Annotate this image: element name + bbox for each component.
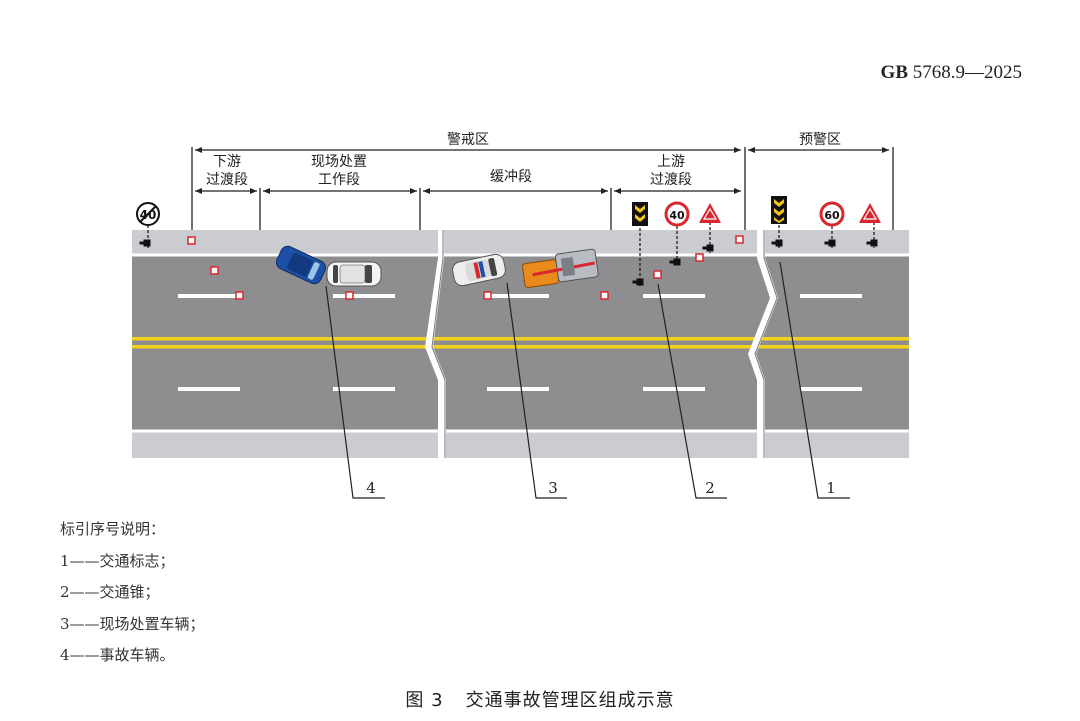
warning-triangle-sign (699, 203, 721, 223)
accident-vehicle-white (326, 261, 382, 287)
chevron-sign (632, 202, 648, 226)
traffic-cone (210, 266, 219, 275)
carriageway (132, 254, 909, 431)
legend-item: 2——交通锥； (60, 583, 160, 601)
speed-limit-sign: 60 (819, 201, 845, 227)
figure-caption: 图 3 交通事故管理区组成示意 (0, 686, 1080, 712)
sign-post (669, 226, 681, 266)
pre-warning-zone-label: 预警区 (799, 132, 841, 148)
sign-post (632, 228, 644, 286)
upstream-transition-label: 上游过渡段 (650, 154, 692, 188)
upper-shoulder (132, 230, 909, 254)
sign-post (866, 222, 878, 248)
sign-posts (139, 222, 878, 286)
buffer-section-label: 缓冲段 (490, 169, 532, 185)
callout-3: 3 (548, 479, 558, 497)
legend-title: 标引序号说明： (60, 520, 166, 538)
warning-zone-label: 警戒区 (447, 132, 489, 148)
response-vehicle-tow-truck (521, 248, 599, 288)
figure-title: 交通事故管理区组成示意 (465, 690, 675, 711)
callout-4: 4 (366, 479, 376, 497)
traffic-accident-zone-diagram: 警戒区 预警区 下游过渡段 现场处置工作段 缓冲段 上游过渡段 (132, 132, 909, 499)
traffic-cone (735, 235, 744, 244)
legend-item: 4——事故车辆。 (60, 646, 175, 664)
traffic-cone (600, 291, 609, 300)
traffic-cone (235, 291, 244, 300)
svg-text:40: 40 (669, 209, 685, 222)
traffic-cones (187, 235, 744, 300)
section-break-2 (748, 230, 778, 458)
traffic-cone (483, 291, 492, 300)
road (132, 230, 909, 458)
response-vehicle-police (452, 253, 506, 287)
sign-post (771, 225, 783, 248)
svg-text:60: 60 (824, 209, 840, 222)
callout-leaders (325, 261, 850, 499)
standard-prefix: GB (880, 62, 908, 83)
work-section-label: 现场处置工作段 (311, 154, 367, 188)
sign-post (824, 226, 836, 248)
center-double-yellow-line (132, 337, 909, 349)
traffic-cone (345, 291, 354, 300)
traffic-cone (653, 270, 662, 279)
standard-number: 5768.9—2025 (912, 62, 1022, 83)
section-break-1 (425, 230, 446, 458)
figure-number: 图 3 (405, 690, 444, 711)
sign-post (139, 225, 151, 248)
chevron-sign (771, 196, 787, 224)
lower-shoulder (132, 431, 909, 458)
speed-limit-sign: 40 (664, 201, 690, 227)
callout-1: 1 (826, 479, 836, 497)
accident-vehicle-blue (275, 245, 327, 285)
standard-code: GB 5768.9—2025 (881, 62, 1022, 84)
warning-triangle-sign (859, 203, 881, 223)
legend: 标引序号说明： 1——交通标志； 2——交通锥； 3——现场处置车辆； 4——事… (60, 514, 205, 672)
traffic-cone (187, 236, 196, 245)
lane-markings (178, 294, 862, 391)
legend-item: 3——现场处置车辆； (60, 614, 205, 633)
downstream-transition-label: 下游过渡段 (206, 154, 248, 188)
sign-post (702, 222, 714, 253)
traffic-cone (695, 253, 704, 262)
zone-dimension-lines (191, 147, 894, 230)
end-speed-limit-sign: 40 (136, 202, 160, 226)
callout-2: 2 (705, 479, 715, 497)
legend-item: 1——交通标志； (60, 551, 175, 570)
